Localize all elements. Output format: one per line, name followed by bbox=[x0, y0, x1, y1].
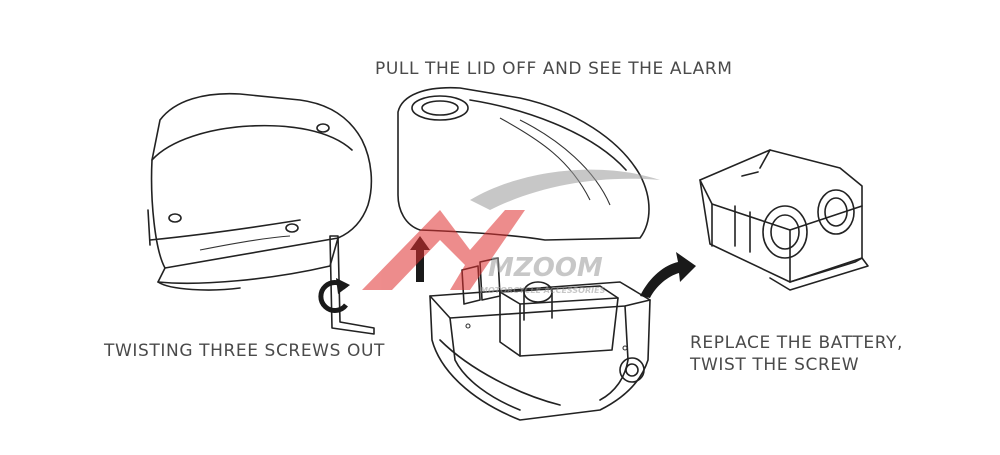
hex-key-icon bbox=[329, 235, 375, 335]
step-caption-replace-battery-line1: REPLACE THE BATTERY, bbox=[690, 333, 904, 353]
watermark-logo: MZOOM MOTORCYCLE ACCESSORIES bbox=[362, 169, 660, 295]
curved-right-arrow-icon bbox=[640, 252, 696, 298]
lifted-lid bbox=[397, 86, 650, 241]
watermark-brand: MZOOM bbox=[488, 253, 603, 283]
step-caption-replace-battery: REPLACE THE BATTERY, TWIST THE SCREW bbox=[690, 332, 903, 376]
step-caption-twist-screws: TWISTING THREE SCREWS OUT bbox=[104, 341, 385, 361]
disc-lock-closed bbox=[147, 92, 373, 291]
step-caption-pull-lid: PULL THE LID OFF AND SEE THE ALARM bbox=[375, 59, 733, 79]
rotate-arrow-icon bbox=[318, 278, 350, 313]
alarm-base bbox=[429, 257, 651, 421]
step-caption-replace-battery-line2: TWIST THE SCREW bbox=[690, 355, 860, 375]
battery-holder bbox=[699, 149, 869, 291]
watermark-tagline: MOTORCYCLE ACCESSORIES bbox=[480, 286, 606, 295]
